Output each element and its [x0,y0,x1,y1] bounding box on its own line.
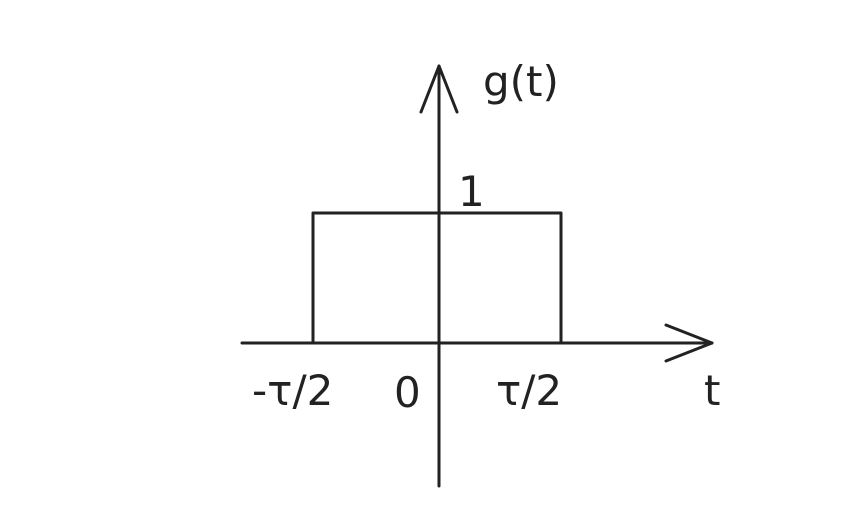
y-axis-arrowhead [419,64,459,114]
x-axis-label: t [704,366,720,415]
y-axis-label: g(t) [483,57,559,106]
left-edge-label: -τ/2 [252,366,333,415]
right-edge-label: τ/2 [496,366,562,415]
origin-label: 0 [394,368,421,417]
amplitude-label: 1 [458,167,485,216]
rectangular-pulse [311,211,563,345]
x-axis-arrowhead [664,323,714,363]
